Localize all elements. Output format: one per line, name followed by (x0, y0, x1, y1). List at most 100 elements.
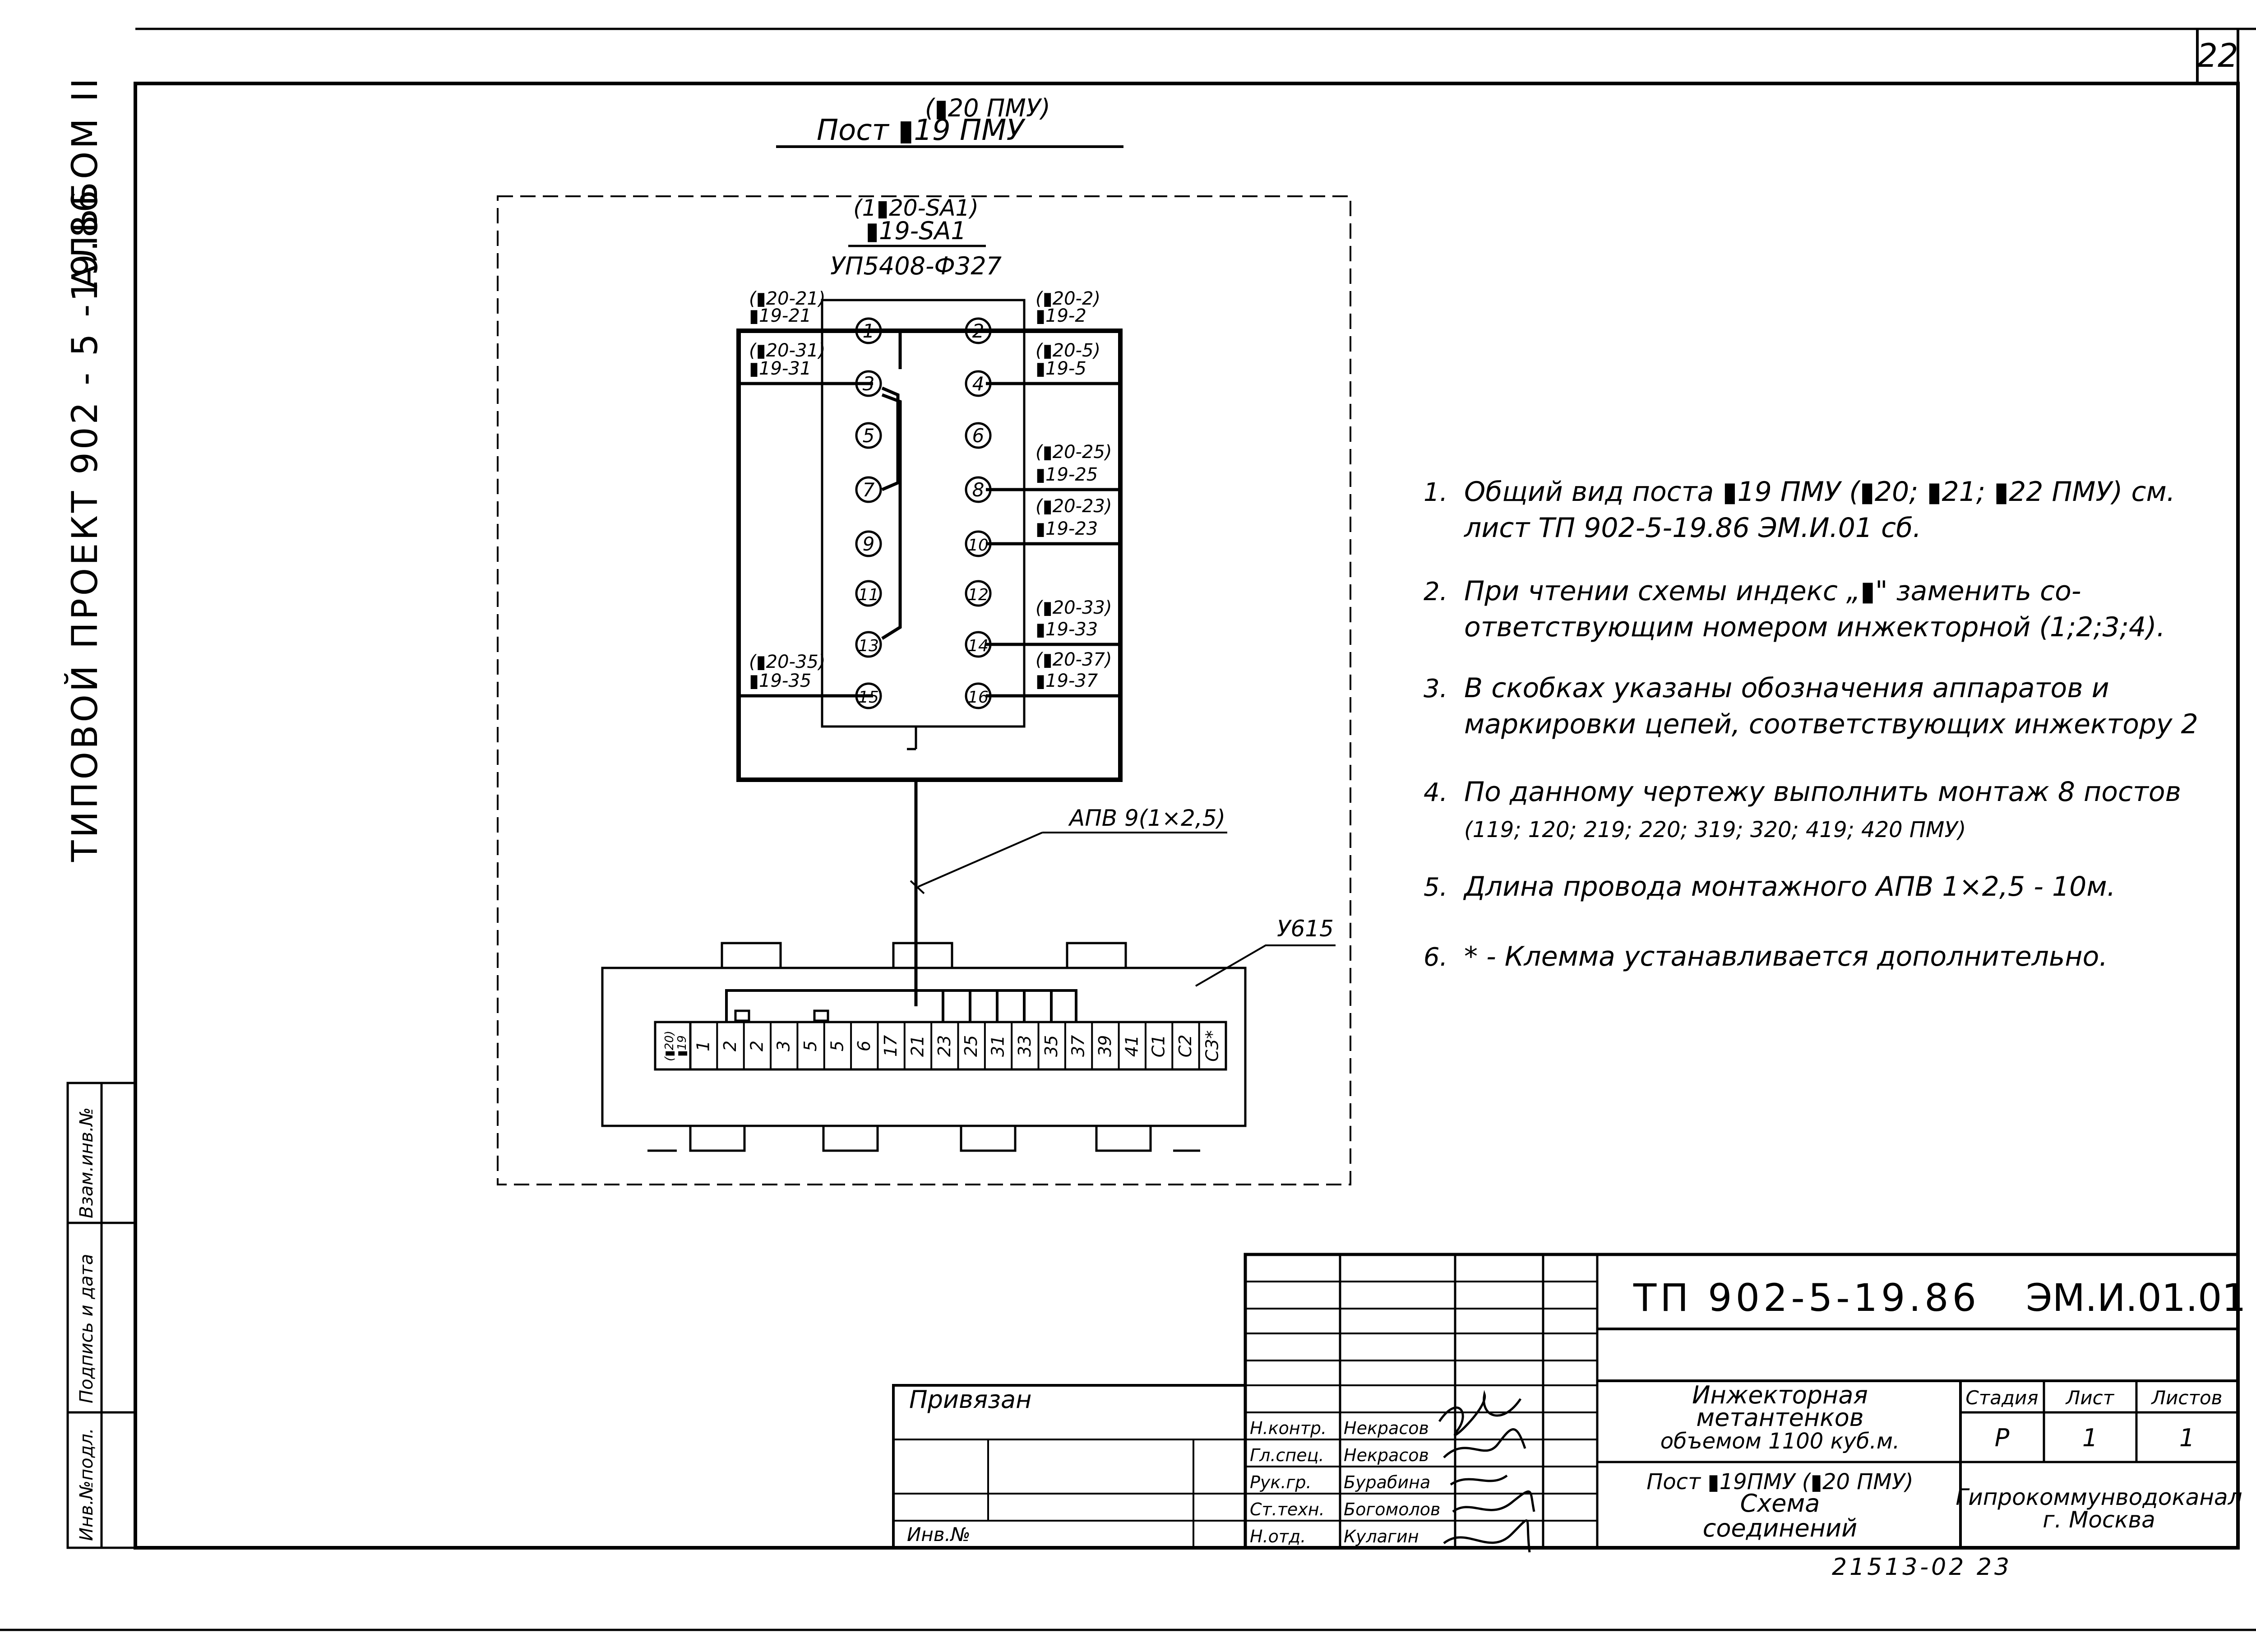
sheets-value: 1 (2179, 1424, 2195, 1452)
left-margin-stamp: Инв.№подл. Подпись и дата Взам.инв.№ (66, 1082, 137, 1549)
device-designation-main: ▮19-SA1 (865, 217, 966, 245)
stage-value: Р (1995, 1424, 2010, 1452)
jumper-3-7 (881, 386, 900, 491)
contact-4: 4 (972, 373, 985, 395)
terminal-strip (654, 1021, 1227, 1071)
note-number: 4. (1424, 778, 1447, 807)
terminal-label: 3 (774, 1041, 794, 1051)
right-label-alt: (▮20-2) (1036, 288, 1100, 309)
footer-code: 21513-02 23 (1832, 1554, 2012, 1581)
device-outer-box (736, 329, 1123, 782)
post-title-alt: (▮20 ПМУ) (925, 94, 1050, 122)
contact-2: 2 (972, 320, 985, 342)
terminal-label: С2 (1175, 1035, 1195, 1058)
contact-5: 5 (863, 425, 875, 447)
right-label: ▮19-5 (1036, 358, 1086, 379)
device-designation-alt: (1▮20-SA1) (853, 195, 979, 221)
right-label: ▮19-37 (1036, 671, 1098, 691)
contact-8: 8 (972, 479, 985, 501)
title-line: соединений (1703, 1514, 1857, 1542)
terminal-label: 25 (961, 1035, 981, 1057)
sheet-value: 1 (2082, 1424, 2098, 1452)
role-label: Н.отд. (1250, 1527, 1306, 1546)
terminal-label: 39 (1095, 1035, 1115, 1057)
sheet-header: Лист (2065, 1387, 2115, 1409)
org-city: г. Москва (2043, 1507, 2155, 1533)
title-line: Инжекторная (1692, 1381, 1868, 1409)
notes-block: 1.Общий вид поста ▮19 ПМУ (▮20; ▮21; ▮22… (1424, 476, 2198, 972)
note-number: 5. (1424, 873, 1447, 902)
doc-mark: ЭМ.И.01.01 (2026, 1276, 2246, 1320)
org-name: Гипрокоммунводоканал (1956, 1484, 2242, 1510)
title-line: объемом 1100 куб.м. (1660, 1429, 1900, 1454)
jumper-1-3 (882, 329, 902, 369)
side-album-stamp: АЛЬБОМ II (65, 75, 106, 289)
note-line: Общий вид поста ▮19 ПМУ (▮20; ▮21; ▮22 П… (1464, 476, 2175, 508)
terminal-label: С1 (1149, 1035, 1169, 1058)
contact-1: 1 (863, 320, 875, 342)
switch-device: 1 3 5 7 9 11 13 15 2 4 6 8 10 12 14 16 (… (736, 288, 1123, 782)
note-line: лист ТП 902-5-19.86 ЭМ.И.01 сб. (1464, 512, 1921, 544)
terminal-label: 37 (1068, 1035, 1088, 1057)
terminal-label: 2 (747, 1041, 767, 1051)
margin-sign-label: Подпись и дата (76, 1254, 97, 1403)
terminal-box-label: У615 (1277, 916, 1334, 942)
left-label-alt: (▮20-35) (749, 652, 825, 672)
role-label: Н.контр. (1250, 1418, 1327, 1438)
contact-10: 10 (968, 536, 989, 555)
terminal-label: 6 (854, 1041, 874, 1051)
right-label: ▮19-23 (1036, 518, 1098, 539)
privyazan-label: Привязан (909, 1385, 1031, 1414)
note-line: В скобках указаны обозначения аппаратов … (1464, 672, 2109, 704)
contact-14: 14 (968, 637, 989, 655)
margin-replace-label: Взам.инв.№ (76, 1107, 97, 1218)
signer-name: Богомолов (1344, 1499, 1440, 1519)
contact-15: 15 (858, 688, 879, 707)
left-label: ▮19-31 (749, 358, 811, 379)
role-label: Гл.спец. (1250, 1445, 1324, 1465)
signer-name: Некрасов (1344, 1445, 1429, 1465)
contact-16: 16 (968, 688, 989, 707)
right-label: ▮19-33 (1036, 619, 1098, 640)
device-inner-body (821, 299, 1026, 728)
contact-13: 13 (858, 637, 879, 655)
note-line: При чтении схемы индекс „▮" заменить со- (1464, 575, 2081, 607)
contact-12: 12 (968, 586, 989, 604)
terminal-label: 33 (1015, 1035, 1035, 1057)
left-label-alt: (▮20-31) (749, 340, 825, 361)
contact-11: 11 (858, 586, 879, 604)
left-label: ▮19-35 (749, 671, 811, 691)
right-label-alt: (▮20-5) (1036, 340, 1100, 361)
title-line: метантенков (1696, 1403, 1863, 1432)
sheet-number: 22 (2197, 37, 2238, 74)
stage-header: Стадия (1965, 1387, 2038, 1409)
post-title: (▮20 ПМУ) Пост ▮19 ПМУ (776, 94, 1123, 148)
right-label-alt: (▮20-23) (1036, 496, 1112, 517)
terminal-label: С3* (1202, 1030, 1222, 1062)
title-block: Привязан Инв.№ Н.контр. Гл.спец. Рук.гр.… (892, 1253, 2246, 1581)
device-model: УП5408-Ф327 (830, 252, 1002, 280)
title-line: Схема (1740, 1489, 1820, 1518)
terminal-label: 41 (1122, 1035, 1142, 1057)
right-label-alt: (▮20-33) (1036, 597, 1112, 618)
terminal-label: 5 (800, 1041, 820, 1051)
terminal-label: 2 (720, 1041, 740, 1051)
contact-6: 6 (972, 425, 985, 447)
terminal-label: 35 (1041, 1035, 1061, 1057)
jumper-3-13 (881, 393, 902, 640)
note-line: Длина провода монтажного АПВ 1×2,5 - 10м… (1463, 871, 2116, 902)
signer-name: Кулагин (1344, 1527, 1419, 1546)
cable-label: АПВ 9(1×2,5) (1068, 805, 1225, 831)
inv-no-label: Инв.№ (907, 1523, 971, 1546)
post-boundary-dashed (497, 195, 1351, 1185)
note-line: маркировки цепей, соответствующих инжект… (1464, 708, 2198, 740)
device-designation: (1▮20-SA1) ▮19-SA1 УП5408-Ф327 (830, 195, 1002, 280)
right-label-alt: (▮20-37) (1036, 649, 1112, 670)
side-project-stamp: ТИПОВОЙ ПРОЕКТ 902 - 5 -19.86 (64, 187, 106, 862)
right-label-alt: (▮20-25) (1036, 442, 1112, 463)
note-number: 2. (1424, 577, 1447, 606)
terminal-label: 23 (934, 1035, 954, 1057)
note-line: * - Клемма устанавливается дополнительно… (1464, 941, 2108, 972)
terminal-label: 1 (693, 1041, 713, 1051)
